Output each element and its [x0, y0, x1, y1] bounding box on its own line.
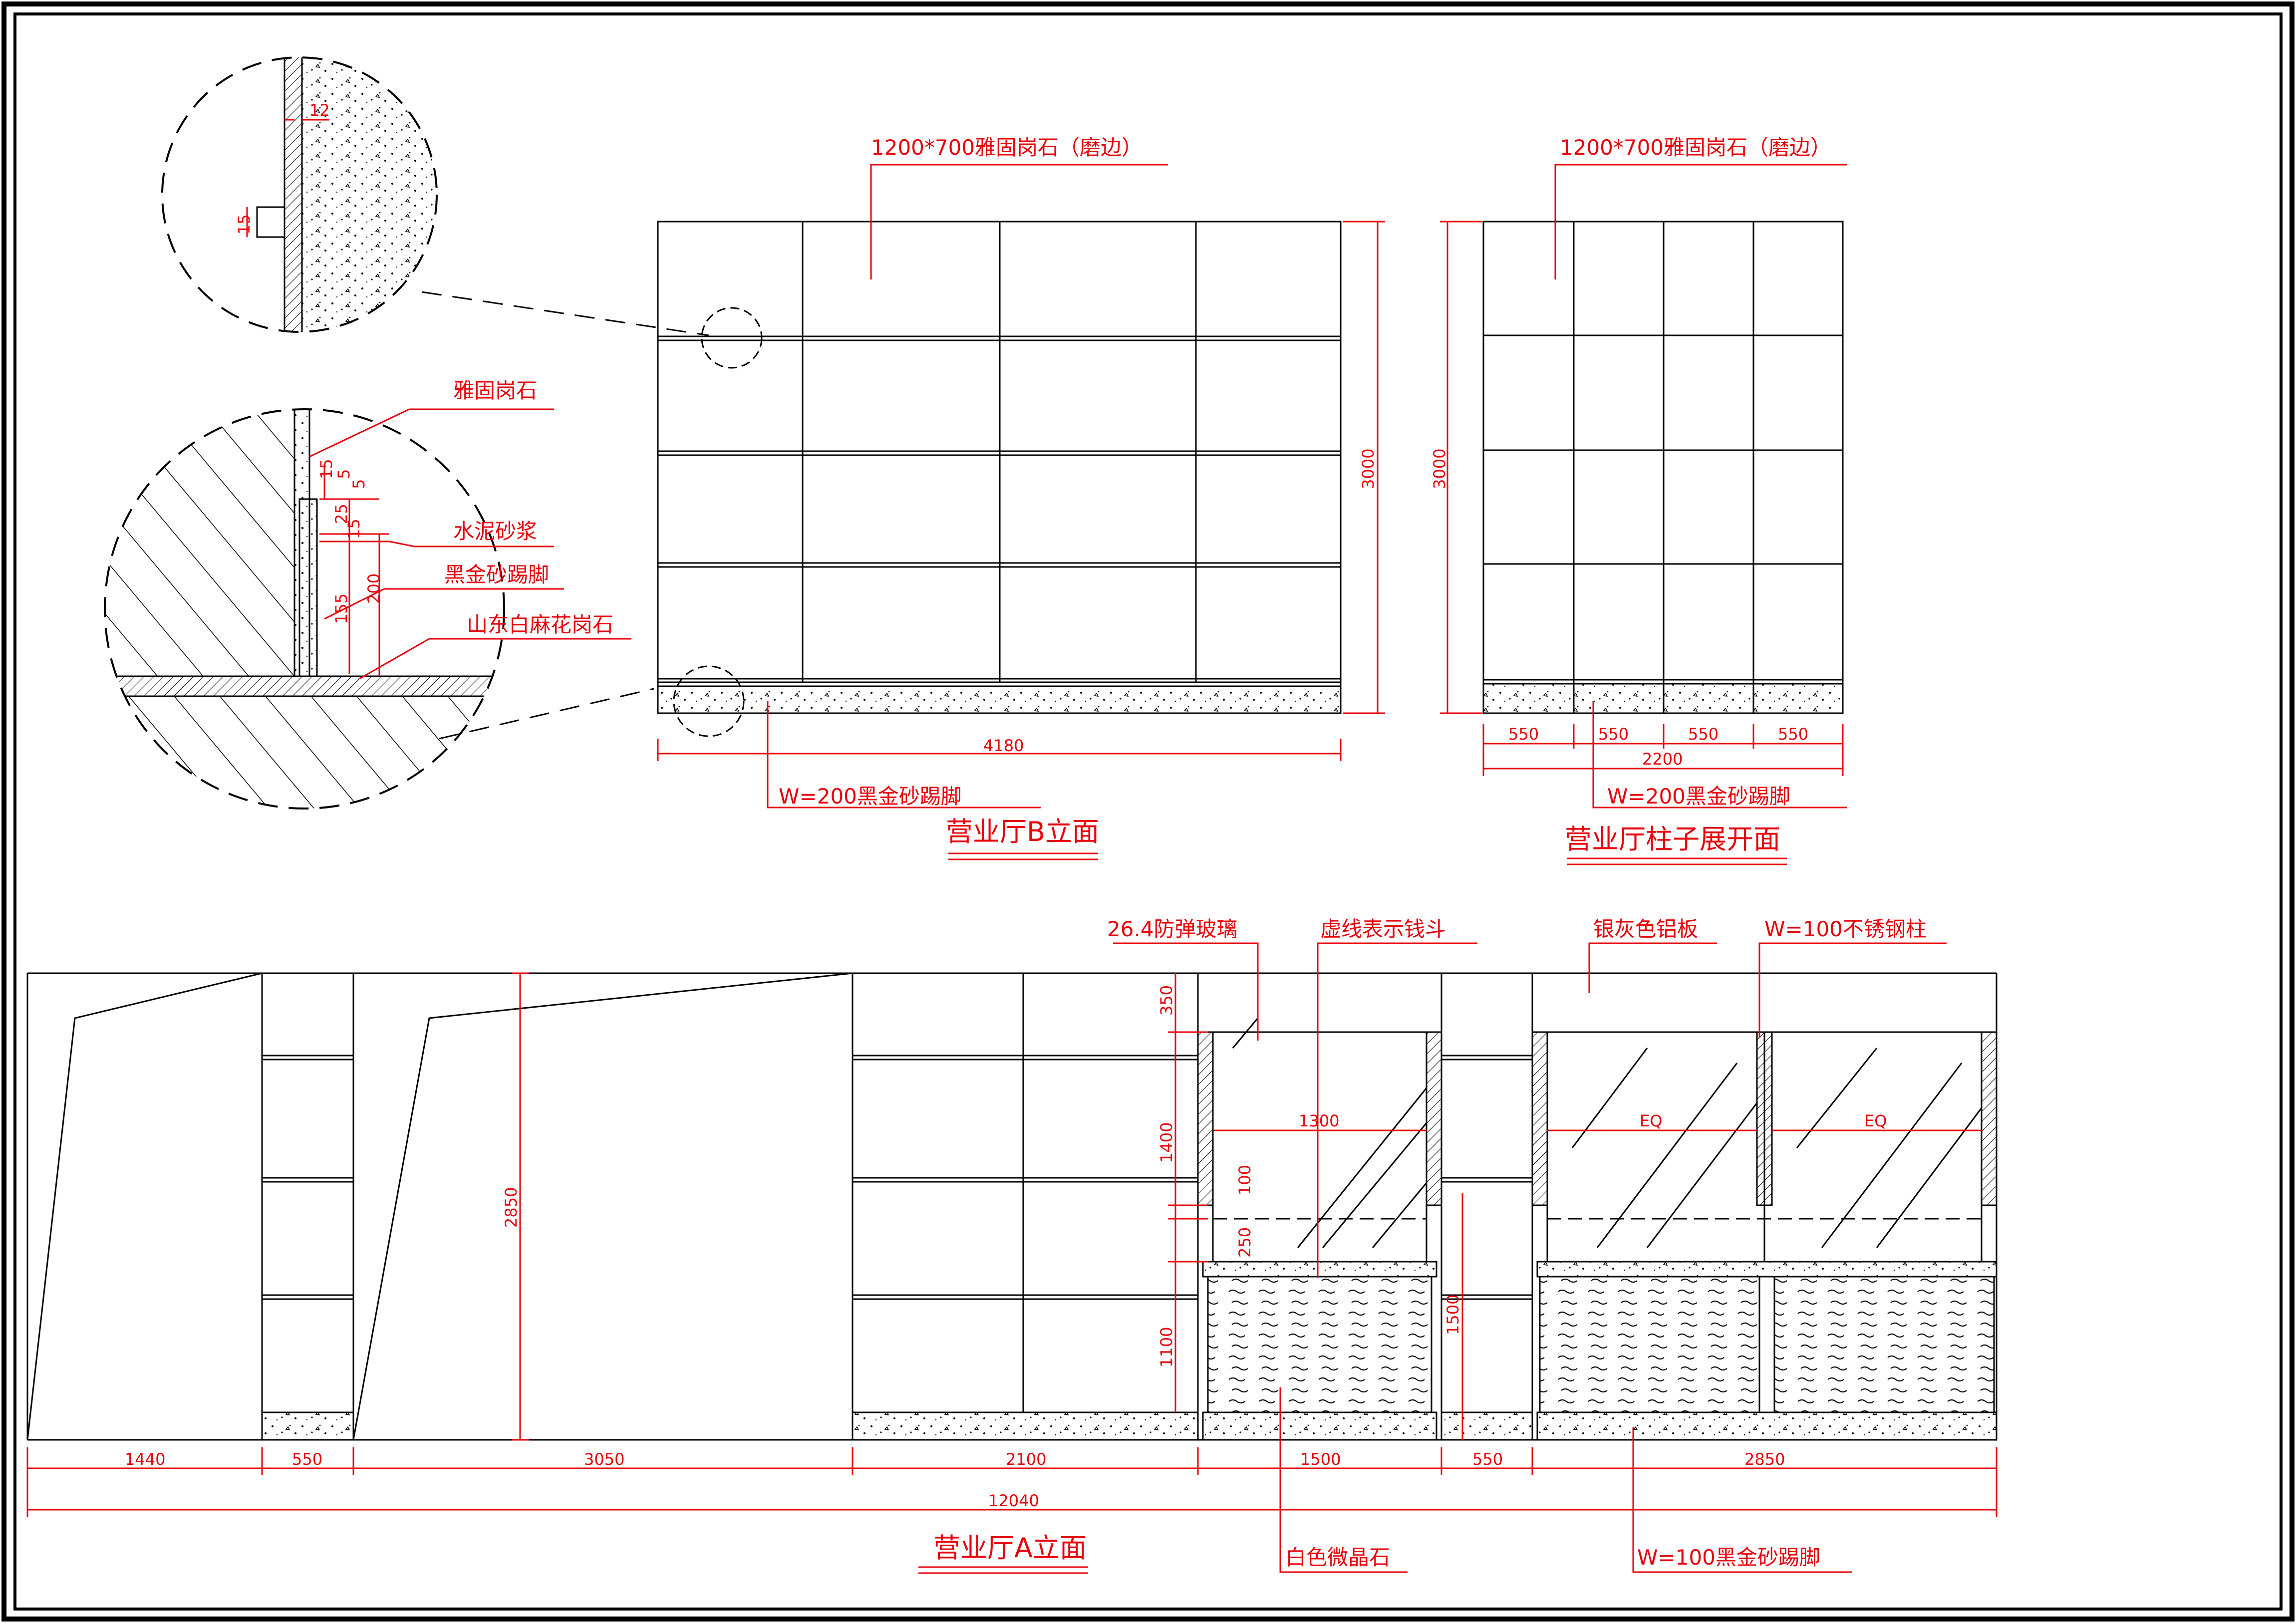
- elev-a-dim-v-250: 250: [1235, 1227, 1254, 1258]
- elev-col-annotations: [1440, 164, 1847, 865]
- detail-bottom-skirting: [298, 498, 318, 677]
- elev-col-dim-seg-2: 550: [1598, 725, 1629, 744]
- svg-text:25: 25: [332, 504, 351, 524]
- elev-a-dim-v-1500: 1500: [1443, 1295, 1462, 1335]
- label-cement-mortar: 水泥砂浆: [453, 519, 537, 543]
- elev-col-skirting: [1482, 683, 1844, 714]
- label-shandong-granite: 山东白麻花岗石: [467, 612, 613, 637]
- elev-a-dim-h-eq-1: EQ: [1640, 1111, 1662, 1130]
- svg-text:15: 15: [344, 519, 363, 539]
- detail-bottom: 雅固岗石 水泥砂浆 黑金砂踢脚 山东白麻花岗石 15 5 5 25 15 155…: [104, 378, 654, 810]
- label-yagu-granite: 雅固岗石: [453, 378, 537, 403]
- elev-a-dim-v-100: 100: [1235, 1165, 1254, 1195]
- detail-top-dim-12: 12: [309, 101, 330, 120]
- elev-a-dim-seg-2: 550: [292, 1450, 322, 1469]
- elev-b-note-granite: 1200*700雅固岗石（磨边）: [871, 135, 1143, 160]
- elev-a-dim-seg-1: 1440: [125, 1450, 165, 1469]
- elev-a-dim-seg-6: 550: [1472, 1450, 1503, 1469]
- elev-b-title: 营业厅B立面: [946, 816, 1099, 847]
- elev-col-grid: [1483, 222, 1843, 713]
- detail-bottom-dim-texts: 15 5 5 25 15 155 200: [317, 459, 383, 624]
- svg-text:200: 200: [364, 573, 383, 604]
- detail-top-wall: [302, 57, 437, 332]
- elevation-column: 1200*700雅固岗石（磨边） W=200黑金砂踢脚 3000 550 550…: [1430, 135, 1847, 865]
- elev-a-dim-seg-3: 3050: [584, 1450, 624, 1469]
- elev-b-dim-width: 4180: [983, 736, 1024, 755]
- elev-a-dim-h-1300: 1300: [1299, 1111, 1339, 1130]
- elev-a-title: 营业厅A立面: [933, 1532, 1087, 1564]
- elev-a-dim-seg-5: 1500: [1300, 1450, 1341, 1469]
- detail-top-dims: [246, 119, 329, 237]
- elev-col-note-granite: 1200*700雅固岗石（磨边）: [1560, 135, 1831, 160]
- elev-col-dim-seg-1: 550: [1508, 725, 1539, 744]
- elev-a-note-panel: 银灰色铝板: [1593, 917, 1698, 941]
- elev-a-note-skirting: W=100黑金砂踢脚: [1637, 1545, 1820, 1570]
- detail-bottom-floor-hatch: [105, 696, 504, 809]
- counter-1-stone: [1207, 1276, 1433, 1413]
- elev-col-dim-seg-3: 550: [1688, 725, 1719, 744]
- elev-col-dim-total: 2200: [1642, 750, 1683, 769]
- elev-a-skirting-2: [852, 1411, 1199, 1441]
- elev-b-note-skirting: W=200黑金砂踢脚: [779, 784, 962, 809]
- counter-2-stone-a: [1539, 1276, 1760, 1413]
- elev-b-dim-height: 3000: [1359, 449, 1378, 489]
- elev-a-note-column: W=100不锈钢柱: [1764, 917, 1927, 941]
- detail-top: 12 15: [161, 56, 709, 336]
- svg-text:155: 155: [332, 593, 351, 624]
- elev-b-skirting: [657, 685, 1342, 714]
- elev-a-skirting-1: [261, 1411, 354, 1441]
- svg-text:5: 5: [334, 469, 353, 479]
- elev-b-detail-mark-top: [701, 307, 763, 369]
- detail-bottom-leader: [439, 688, 654, 740]
- elev-a-dim-v-350: 350: [1157, 985, 1176, 1016]
- elev-a-dim-total: 12040: [988, 1491, 1039, 1510]
- elev-a-skirting-3: [1440, 1411, 1533, 1441]
- elev-col-title: 营业厅柱子展开面: [1565, 823, 1780, 855]
- detail-top-joint: [256, 206, 286, 238]
- elev-a-note-dashed: 虚线表示钱斗: [1320, 917, 1446, 941]
- elev-a-dimensions: [26, 942, 1998, 1574]
- elev-b-annotations: [657, 164, 1385, 860]
- elev-col-note-skirting: W=200黑金砂踢脚: [1607, 784, 1790, 809]
- detail-bottom-leaders: [309, 408, 631, 680]
- detail-top-dim-15: 15: [235, 214, 254, 235]
- label-black-skirting: 黑金砂踢脚: [444, 562, 549, 587]
- elev-a-counter-2: [1531, 1031, 1998, 1441]
- elev-a-dim-seg-4: 2100: [1006, 1450, 1046, 1469]
- elev-a-dim-seg-7: 2850: [1744, 1450, 1785, 1469]
- elevation-a: 1440 550 3050 2100 1500 550 2850 12040 2…: [26, 917, 1998, 1574]
- detail-top-stone-layer: [284, 57, 303, 332]
- inner-frame: [13, 12, 2283, 1611]
- elev-a-note-glass: 26.4防弹玻璃: [1107, 917, 1238, 941]
- svg-text:5: 5: [349, 479, 368, 489]
- detail-bottom-wall-hatch: [105, 409, 294, 676]
- svg-text:15: 15: [317, 459, 336, 479]
- elev-b-grid: [658, 222, 1341, 683]
- elev-a-counter-1: [1197, 1018, 1442, 1441]
- elev-col-dim-height: 3000: [1430, 449, 1449, 489]
- elevation-b: 1200*700雅固岗石（磨边） W=200黑金砂踢脚 4180 3000 营业…: [657, 135, 1385, 860]
- elev-col-dim-seg-4: 550: [1778, 725, 1808, 744]
- elev-a-dim-height: 2850: [502, 1187, 521, 1228]
- detail-top-leader: [421, 291, 709, 336]
- elev-a-dim-h-eq-2: EQ: [1864, 1111, 1887, 1130]
- elev-a-note-counter: 白色微晶石: [1285, 1545, 1390, 1570]
- elev-a-dim-v-1400: 1400: [1157, 1122, 1176, 1163]
- detail-bottom-floor-tile: [105, 675, 504, 697]
- elev-a-dim-v-1100: 1100: [1157, 1327, 1176, 1367]
- counter-2-stone-b: [1773, 1276, 1995, 1413]
- elev-b-detail-mark-bottom: [673, 665, 745, 737]
